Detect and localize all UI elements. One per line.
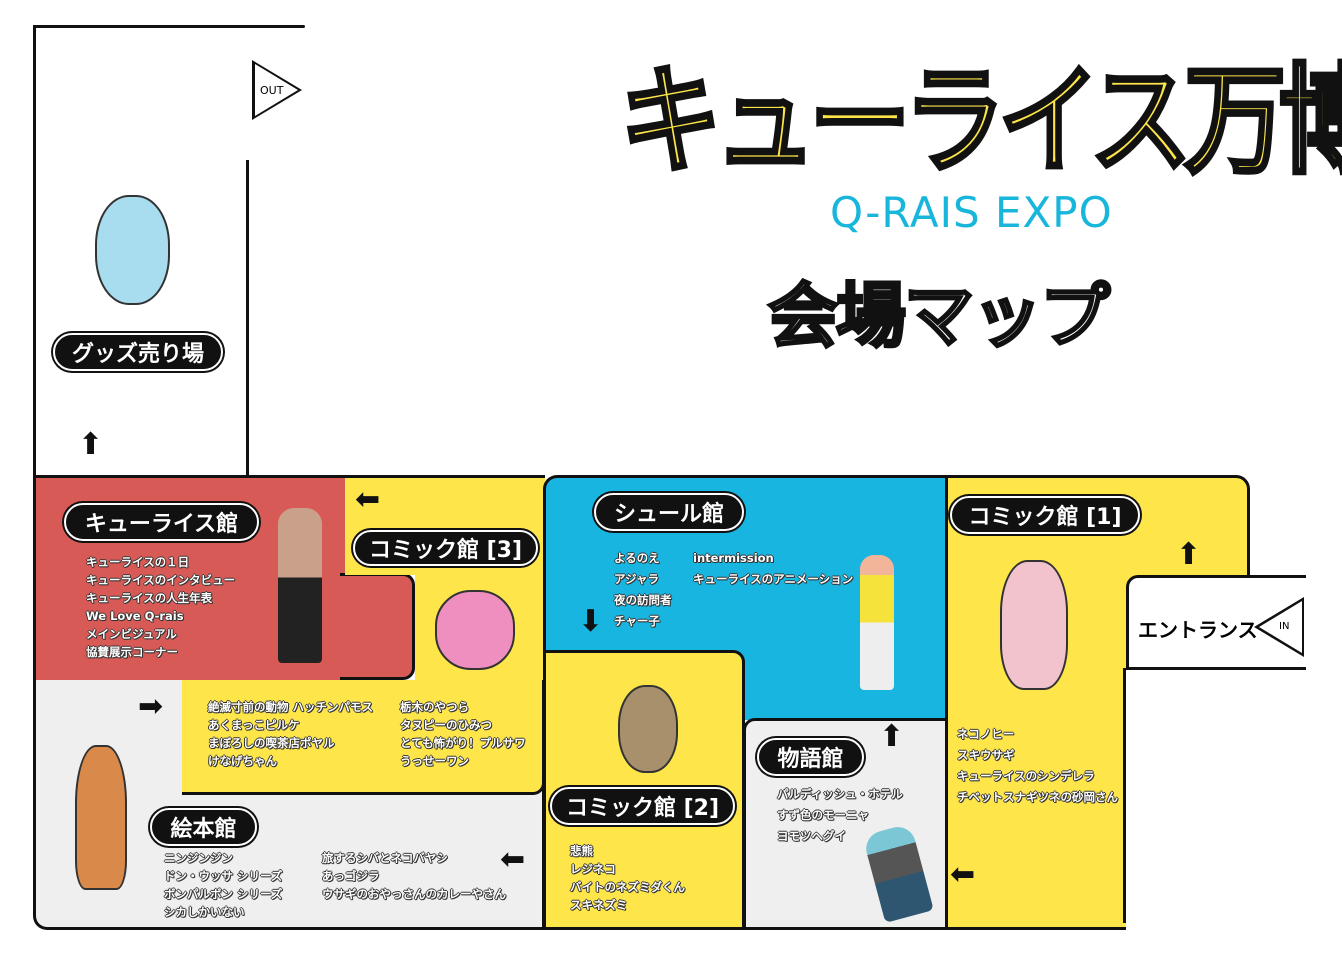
entrance-label: エントランス	[1138, 618, 1258, 642]
exhibit-item: intermission	[693, 551, 774, 565]
exhibit-item: チベットスナギツネの砂岡さん	[957, 790, 1118, 804]
exhibit-item: すず色のモーニャ	[777, 808, 869, 822]
arrow-left-icon: ⬅	[950, 857, 976, 892]
brown-bear-character	[618, 685, 678, 773]
exhibit-item: タヌピーのひみつ	[400, 718, 492, 732]
arrow-left-icon: ⬅	[355, 482, 381, 517]
exhibit-item: パルディッシュ・ホテル	[777, 787, 903, 801]
exhibit-item: アジャラ	[614, 572, 659, 586]
deer-character	[75, 745, 127, 890]
exhibit-item: 旅するシバとネコバヤシ	[322, 851, 448, 865]
comic2-list: 悲熊 レジネコ バイトのネズミダくん スキネズミ	[570, 842, 685, 914]
exhibit-item: 栃木のやつら	[400, 700, 469, 714]
comic1-right-wall	[1123, 668, 1126, 923]
comic1-list: ネコノヒー スキウサギ キューライスのシンデレラ チベットスナギツネの砂岡さん	[957, 724, 1118, 808]
exhibit-item: ボンパルボン シリーズ	[164, 887, 283, 901]
pink-character	[435, 590, 515, 670]
exhibit-item: キューライスのシンデレラ	[957, 769, 1095, 783]
exhibit-item: 悲熊	[570, 844, 593, 858]
surreal-hall-label: シュール館	[594, 493, 744, 531]
exhibit-item: キューライスの１日	[86, 555, 190, 569]
man-character	[278, 508, 322, 663]
story-hall-label: 物語館	[757, 738, 864, 776]
goods-wall-top	[33, 25, 305, 28]
exhibit-item: スキウサギ	[957, 748, 1015, 762]
exhibit-item: まぼろしの喫茶店ポヤル	[208, 736, 335, 750]
comic3-list-right: 栃木のやつら タヌピーのひみつ とても怖がり！プルサワ うっせーワン	[400, 698, 526, 770]
exhibit-item: ウサギのおやっさんのカレーやさん	[322, 887, 506, 901]
comic1-label: コミック館 [1]	[950, 496, 1140, 534]
exhibit-item: メインビジュアル	[86, 627, 177, 641]
exhibit-item: ヨモツヘグイ	[777, 829, 846, 843]
comic2-label: コミック館 [2]	[550, 787, 735, 825]
exhibit-item: レジネコ	[570, 862, 616, 876]
girl-character	[860, 555, 894, 690]
bear-character-blue	[95, 195, 170, 305]
qrais-hall-list: キューライスの１日 キューライスのインタビュー キューライスの人生年表 We L…	[86, 553, 235, 661]
pink-rabbit-character	[1000, 560, 1068, 690]
arrow-up-icon: ⬆	[1176, 537, 1202, 572]
exhibit-item: 協賛展示コーナー	[86, 645, 178, 659]
exhibit-item: シカしかいない	[164, 905, 245, 919]
arrow-left-icon: ⬅	[500, 842, 526, 877]
qrais-hall-label: キューライス館	[64, 503, 259, 541]
comic3-label: コミック館 [3]	[353, 530, 538, 566]
exhibit-item: バイトのネズミダくん	[570, 880, 685, 894]
entrance-in-label: IN	[1279, 621, 1290, 632]
ehon-list-right: 旅するシバとネコバヤシ あっゴジラ ウサギのおやっさんのカレーやさん	[322, 849, 506, 903]
exhibit-item: うっせーワン	[400, 754, 469, 768]
qrais-hall-area-ext	[340, 573, 415, 680]
surreal-list-left: よるのえ アジャラ 夜の訪問者 チャー子	[614, 548, 672, 632]
exhibit-item: ドン・ウッサ シリーズ	[164, 869, 283, 883]
exit-label: OUT	[260, 84, 284, 97]
exhibit-item: We Love Q-rais	[86, 609, 184, 623]
exhibit-item: とても怖がり！プルサワ	[400, 736, 526, 750]
expo-title: キューライス万博	[618, 50, 1342, 192]
exhibit-item: チャー子	[614, 614, 660, 628]
story-list: パルディッシュ・ホテル すず色のモーニャ ヨモツヘグイ	[777, 784, 903, 847]
ehon-hall-label: 絵本館	[150, 808, 257, 846]
entrance-marker-inner	[1259, 601, 1302, 653]
exhibit-item: キューライスのアニメーション	[693, 572, 854, 586]
exhibit-item: キューライスのインタビュー	[86, 573, 236, 587]
exhibit-item: ネコノヒー	[957, 727, 1015, 741]
exhibit-item: あっゴジラ	[322, 869, 380, 883]
surreal-list-right: intermission キューライスのアニメーション	[693, 548, 853, 590]
exhibit-item: 夜の訪問者	[614, 593, 672, 607]
exhibit-item: スキネズミ	[570, 898, 628, 912]
goods-wall-right	[246, 160, 249, 475]
exhibit-item: ニンジンジン	[164, 851, 233, 865]
exhibit-item: あくまっこピルケ	[208, 718, 300, 732]
bottom-wall	[945, 927, 1125, 930]
exhibit-item: よるのえ	[614, 551, 660, 565]
arrow-up-icon: ⬆	[879, 719, 905, 754]
arrow-up-icon: ⬆	[78, 427, 104, 462]
exhibit-item: けなげちゃん	[208, 754, 277, 768]
ehon-list-left: ニンジンジン ドン・ウッサ シリーズ ボンパルボン シリーズ シカしかいない	[164, 849, 282, 921]
exhibit-item: 絶滅寸前の動物 ハッチンパモス	[208, 700, 374, 714]
expo-subtitle: Q-RAIS EXPO	[830, 188, 1113, 237]
map-title: 会場マップ	[767, 274, 1112, 359]
arrow-right-icon: ➡	[138, 689, 164, 724]
goods-label: グッズ売り場	[53, 333, 223, 371]
goods-wall-left	[33, 25, 36, 480]
arrow-down-icon: ⬇	[578, 604, 604, 639]
comic3-list-left: 絶滅寸前の動物 ハッチンパモス あくまっこピルケ まぼろしの喫茶店ポヤル けなげ…	[208, 698, 373, 770]
exit-marker-inner	[255, 64, 298, 116]
exhibit-item: キューライスの人生年表	[86, 591, 213, 605]
comic1-lower-cover	[1126, 670, 1256, 935]
